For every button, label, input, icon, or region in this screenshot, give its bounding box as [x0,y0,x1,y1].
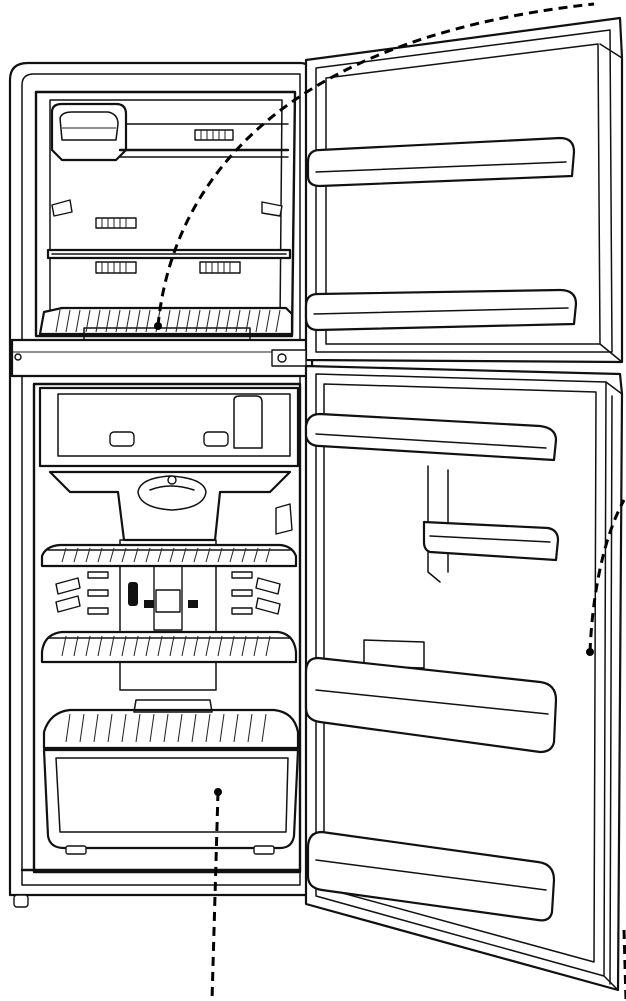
vent-slot [95,261,137,274]
vent-slot [95,217,137,229]
fridge-door [304,364,624,992]
fridge-shelf-upper [40,543,298,568]
fridge-shelf-lower [40,630,298,664]
crisper-cover [42,699,300,750]
freezer-door [271,16,624,367]
crisper-drawer [42,748,300,855]
leader-line-crisper [210,791,220,1001]
leader-line-door-bottom [622,929,626,1001]
vent-slot [199,261,241,274]
vent-slot [194,129,234,141]
shelf-supports [55,571,281,615]
ice-tray [50,102,128,162]
leader-lines [154,2,626,1001]
fridge-compartment [20,382,302,874]
freezer-compartment [34,90,297,341]
leader-line-fridge-door [588,499,626,653]
chiller-drawer [38,386,300,468]
